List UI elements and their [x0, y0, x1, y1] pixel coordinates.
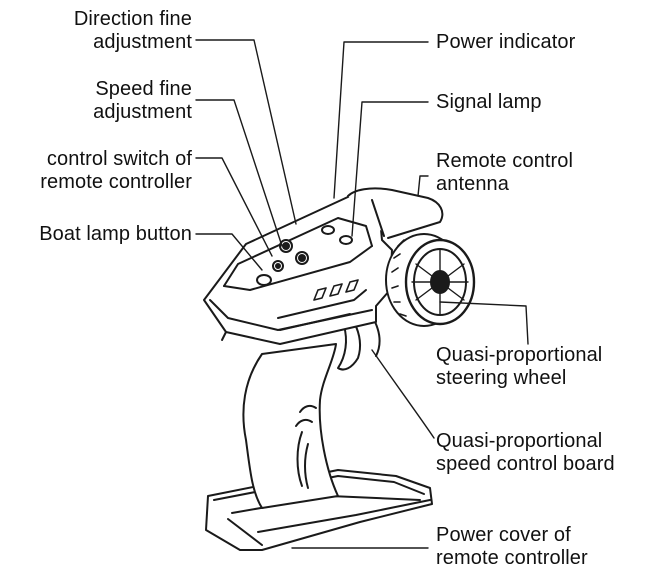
label-signal-lamp: Signal lamp: [436, 91, 542, 113]
leader-power-indicator: [333, 41, 429, 199]
label-speed-fine: Speed fine adjustment: [93, 78, 192, 123]
leader-lines: [195, 39, 529, 549]
label-speed-board: Quasi-proportional speed control board: [436, 430, 615, 475]
label-steering-wheel: Quasi-proportional steering wheel: [436, 344, 603, 389]
label-antenna: Remote control antenna: [436, 150, 574, 195]
leader-control-switch: [195, 157, 273, 257]
leader-speed-fine: [195, 99, 283, 247]
leader-speed-board: [371, 349, 435, 439]
grip-shape: [242, 343, 339, 509]
label-boat-lamp: Boat lamp button: [39, 223, 192, 245]
body-shape: [203, 195, 393, 345]
label-power-indicator: Power indicator: [436, 31, 576, 53]
leader-antenna: [417, 175, 429, 197]
leader-signal-lamp: [351, 101, 429, 237]
control-knobs: [256, 225, 359, 301]
leader-steering-wheel: [439, 301, 529, 345]
label-control-switch: control switch of remote controller: [40, 148, 192, 193]
leader-boat-lamp: [195, 233, 263, 271]
label-power-cover: Power cover of remote controller: [436, 524, 588, 569]
label-direction-fine: Direction fine adjustment: [73, 8, 192, 53]
antenna-shape: [347, 187, 444, 239]
leader-direction-fine: [195, 39, 297, 225]
steering-wheel-shape: [385, 233, 476, 327]
